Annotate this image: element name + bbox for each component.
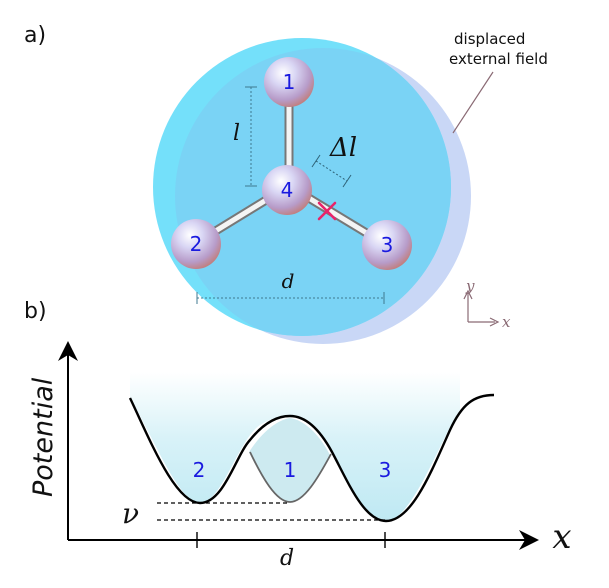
bond-break-mark — [317, 201, 337, 221]
well-label-2: 2 — [193, 458, 206, 482]
atom-4-label: 4 — [281, 178, 294, 202]
atom-1: 1 — [264, 57, 314, 107]
atom-3-label: 3 — [381, 233, 394, 257]
atom-2-label: 2 — [190, 232, 203, 256]
wells-fill — [130, 372, 460, 521]
annotation-line-1: displaced — [454, 30, 525, 48]
panel-a-label: a) — [24, 23, 46, 48]
d-label: d — [280, 546, 294, 571]
annotation-leader — [452, 71, 494, 134]
annotation-line-2: external field — [449, 50, 548, 68]
nu-label: ν — [122, 497, 139, 530]
y-axis-label: Potential — [28, 377, 59, 497]
bond-length-label: l — [233, 121, 240, 146]
well-label-3: 3 — [379, 458, 392, 482]
atom-3: 3 — [362, 220, 412, 270]
atom-2: 2 — [171, 219, 221, 269]
axis-x-label: x — [502, 313, 511, 331]
bond-length-indicator — [245, 86, 257, 187]
delta-l-indicator — [311, 154, 352, 188]
distance-indicator — [196, 292, 385, 304]
field-overlap — [175, 48, 451, 336]
atom-4: 4 — [262, 165, 312, 215]
well-label-1: 1 — [284, 458, 297, 482]
distance-label: d — [282, 269, 295, 293]
axis-y-label: y — [465, 277, 475, 295]
delta-l-label: Δl — [329, 133, 357, 163]
well-1-fill — [249, 418, 330, 502]
well-1-curve — [249, 451, 332, 503]
panel-b-label: b) — [24, 299, 47, 324]
coordinate-axes — [463, 289, 500, 327]
atom-1-label: 1 — [283, 70, 296, 94]
x-axis-label: x — [552, 517, 571, 557]
